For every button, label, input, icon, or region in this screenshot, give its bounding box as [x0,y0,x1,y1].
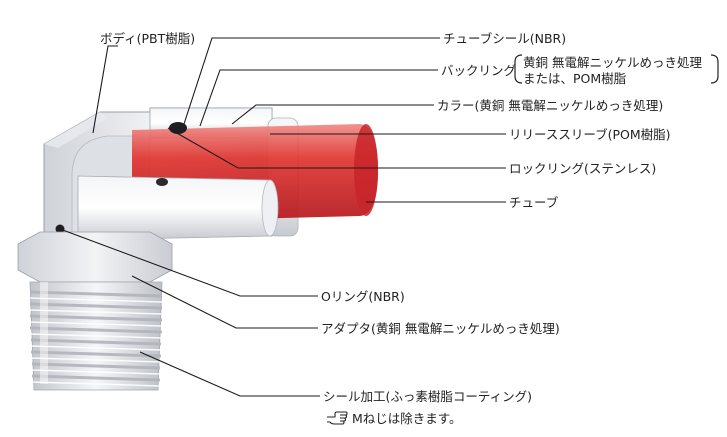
leader-back-ring [199,69,438,127]
adapter [17,231,173,391]
note-m-thread: Mねじは除きます。 [352,411,462,426]
leader-lock-ring [167,127,506,169]
label-tube-seal: チューブシール(NBR) [443,31,567,46]
label-back-ring: バックリング [441,63,517,78]
leader-seal-coating [139,351,320,397]
label-o-ring: Oリング(NBR) [321,289,405,304]
leader-lines [59,37,506,397]
label-tube: チューブ [509,195,559,210]
label-lock-ring: ロックリング(ステンレス) [509,161,657,176]
leader-adapter [131,275,318,329]
release-sleeve [77,175,279,241]
label-seal-coating: シール加工(ふっ素樹脂コーティング) [323,389,533,404]
label-back-ring-material: 黄銅 無電解ニッケルめっき処理 [523,55,702,70]
label-collar: カラー(黄銅 無電解ニッケルめっき処理) [437,98,664,113]
back-ring-bracket [514,54,523,84]
pointing-hand-icon [327,411,348,425]
leader-tube-seal [183,37,440,125]
leader-collar [231,104,434,125]
label-back-ring-alt: または、POM樹脂 [523,71,627,86]
leader-o-ring [59,228,318,297]
leader-body [92,45,118,134]
label-adapter: アダプタ(黄銅 無電解ニッケルめっき処理) [321,321,560,336]
label-release-sleeve: リリーススリーブ(POM樹脂) [509,127,671,142]
label-body: ボディ(PBT樹脂) [100,31,196,46]
back-ring-bracket-close [710,54,719,84]
